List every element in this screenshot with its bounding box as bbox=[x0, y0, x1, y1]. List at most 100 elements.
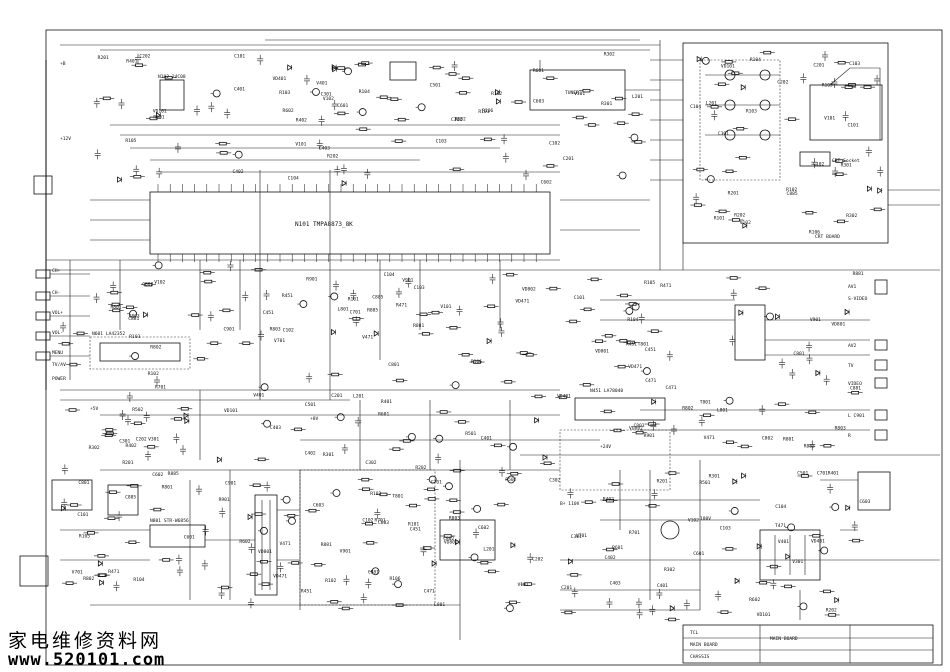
ref-label: R885 bbox=[367, 308, 378, 314]
ref-label: C601 bbox=[337, 103, 348, 109]
ref-label: V401 bbox=[316, 80, 327, 86]
ref-label: R881 bbox=[853, 271, 864, 277]
ref-label: C402 bbox=[305, 451, 316, 457]
av-label: AV2 bbox=[848, 343, 857, 349]
ref-label: C201 bbox=[563, 156, 574, 162]
crt-neck bbox=[809, 84, 883, 141]
ref-label: C471 bbox=[665, 385, 676, 391]
ref-label: R105 bbox=[822, 83, 833, 89]
ref-label: R401 bbox=[828, 470, 839, 476]
ref-label: C901 bbox=[225, 480, 236, 486]
main-ic-label: N101 TMPA8873_8K bbox=[295, 221, 353, 228]
ref-label: R301 bbox=[709, 474, 720, 480]
ref-label: C402 bbox=[605, 555, 616, 561]
ref-label: C701 bbox=[431, 480, 442, 486]
wiring bbox=[46, 39, 940, 640]
ref-label: R501 bbox=[465, 431, 476, 437]
ref-label: C603 bbox=[533, 98, 544, 104]
ref-label: V401 bbox=[253, 392, 264, 398]
ref-label: R302 bbox=[89, 445, 100, 451]
ref-label: R601 bbox=[533, 68, 544, 74]
ref-label: C881 bbox=[368, 569, 379, 575]
ref-label: R401 bbox=[126, 59, 137, 65]
title-line-1: TCL bbox=[690, 630, 699, 636]
ref-label: C471 bbox=[424, 588, 435, 594]
ref-label: R801 bbox=[162, 484, 173, 490]
relay-block bbox=[439, 519, 496, 561]
ref-label: R502 bbox=[505, 477, 516, 483]
ref-label: C201 bbox=[331, 393, 342, 399]
ref-label: R105 bbox=[125, 138, 136, 144]
sound-block bbox=[559, 429, 671, 491]
ref-label: R103 bbox=[370, 491, 381, 497]
rail-label: B+ 110V bbox=[560, 501, 580, 507]
ref-label: C202 bbox=[532, 557, 543, 563]
ref-label: C403 bbox=[610, 581, 621, 587]
ref-label: C301 bbox=[718, 131, 729, 137]
ref-label: V101 bbox=[824, 115, 835, 121]
ref-label: R201 bbox=[98, 55, 109, 61]
ref-label: R471 bbox=[660, 283, 671, 289]
ref-label: C403 bbox=[270, 425, 281, 431]
ref-label: R201 bbox=[728, 191, 739, 197]
if-ic bbox=[389, 61, 417, 81]
rail-label: 180V bbox=[700, 516, 711, 522]
ref-label: R104 bbox=[133, 577, 144, 583]
ref-label: VD801 bbox=[595, 349, 609, 355]
ref-label: L801 bbox=[434, 602, 445, 608]
ref-label: R881 bbox=[321, 542, 332, 548]
ref-label: C501 bbox=[430, 83, 441, 89]
ref-label: C885 bbox=[787, 191, 798, 197]
ref-label: R701 bbox=[375, 518, 386, 524]
ref-label: R302 bbox=[664, 567, 675, 573]
ref-label: VD401 bbox=[272, 76, 286, 82]
ref-label: V901 bbox=[340, 549, 351, 555]
ref-label: R451 bbox=[282, 293, 293, 299]
ref-label: R803 bbox=[449, 515, 460, 521]
ref-label: V401 bbox=[778, 539, 789, 545]
ref-label: C701 bbox=[350, 310, 361, 316]
ref-label: L201 bbox=[353, 394, 364, 400]
ref-label: C801 bbox=[793, 351, 804, 357]
bridge-rectifier bbox=[107, 484, 139, 516]
key-label: MENU bbox=[52, 350, 63, 356]
ref-label: R471 bbox=[396, 302, 407, 308]
ref-label: C401 bbox=[657, 583, 668, 589]
ref-label: C602 bbox=[478, 525, 489, 531]
vertical-ic-label: N451 LA78040 bbox=[590, 388, 623, 394]
main-board-label: MAIN BOARD bbox=[770, 636, 798, 642]
ref-label: R802 bbox=[682, 405, 693, 411]
ref-label: C201 bbox=[561, 585, 572, 591]
ref-label: C471 bbox=[645, 378, 656, 384]
ref-label: C202 bbox=[136, 436, 147, 442]
title-line-3: CHASSIS bbox=[690, 654, 710, 660]
eeprom-ic bbox=[159, 79, 185, 111]
ref-label: R101 bbox=[478, 109, 489, 115]
ref-label: R801 bbox=[783, 437, 794, 443]
ref-label: R402 bbox=[126, 443, 137, 449]
ref-label: R471 bbox=[108, 569, 119, 575]
ref-label: V701 bbox=[274, 338, 285, 344]
ref-label: R901 bbox=[306, 276, 317, 282]
ref-label: R105 bbox=[644, 280, 655, 286]
audio-block bbox=[89, 336, 191, 370]
av-label: AV1 bbox=[848, 284, 857, 290]
ref-label: V471 bbox=[704, 435, 715, 441]
ref-label: R501 bbox=[699, 480, 710, 486]
watermark-url: www.520101.com bbox=[8, 650, 166, 670]
ref-label: V301 bbox=[574, 91, 585, 97]
ref-label: R201 bbox=[657, 478, 668, 484]
ref-label: R601 bbox=[378, 412, 389, 418]
ref-label: C402 bbox=[232, 169, 243, 175]
ref-label: R106 bbox=[809, 229, 820, 235]
ref-label: T801 bbox=[700, 399, 711, 405]
crt-board-label: CRT BOARD bbox=[815, 234, 840, 240]
ref-label: R201 bbox=[122, 460, 133, 466]
rail-label: +24V bbox=[600, 444, 611, 450]
ref-label: T801 bbox=[638, 341, 649, 347]
title-line-2: MAIN BOARD bbox=[690, 642, 718, 648]
ref-label: C802 bbox=[443, 536, 454, 542]
ref-label: C802 bbox=[142, 281, 153, 287]
av-label: TV bbox=[848, 363, 854, 369]
crt-board-frame bbox=[682, 42, 889, 244]
